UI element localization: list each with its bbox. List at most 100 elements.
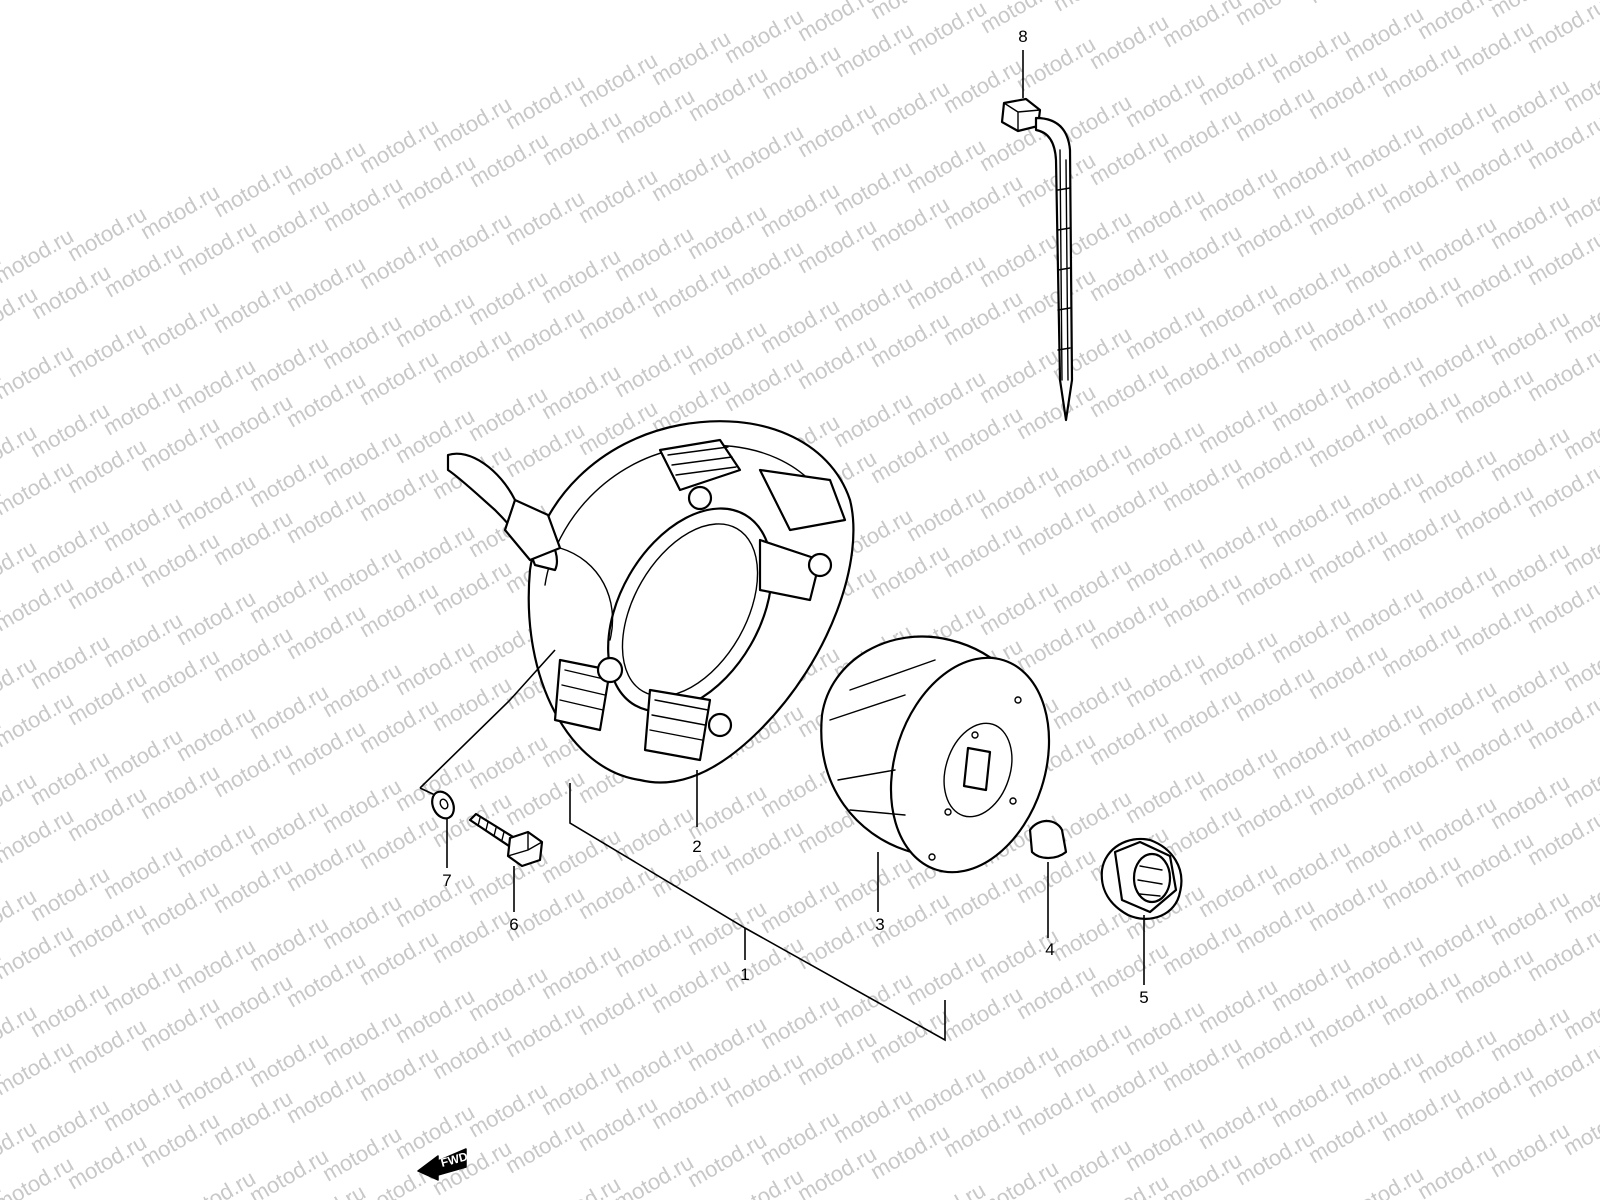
watermark-text: motod.ru — [1523, 689, 1600, 754]
watermark-text: motod.ru — [866, 307, 954, 372]
part-8-clamp — [1000, 97, 1074, 422]
watermark-text: motod.ru — [136, 1107, 224, 1172]
watermark-text: motod.ru — [100, 237, 188, 302]
watermark-text: motod.ru — [1340, 1161, 1428, 1200]
watermark-text: motod.ru — [209, 157, 297, 222]
watermark-text: motod.ru — [1121, 299, 1209, 364]
watermark-text: motod.ru — [975, 575, 1063, 640]
watermark-text: motod.ru — [1304, 407, 1392, 472]
watermark-text: motod.ru — [355, 693, 443, 758]
watermark-text: motod.ru — [537, 939, 625, 1004]
watermark-text: motod.ru — [282, 599, 370, 664]
watermark-text: motod.ru — [355, 577, 443, 642]
watermark-text: motod.ru — [1012, 495, 1100, 560]
watermark-text: motod.ru — [756, 989, 844, 1054]
watermark-text: motod.ru — [829, 271, 917, 336]
watermark-text: motod.ru — [1231, 81, 1319, 146]
watermark-text: motod.ru — [63, 897, 151, 962]
watermark-text: motod.ru — [1377, 501, 1465, 566]
watermark-text: motod.ru — [1158, 219, 1246, 284]
watermark-text: motod.ru — [1413, 1139, 1501, 1200]
watermark-text: motod.ru — [1413, 907, 1501, 972]
watermark-text: motod.ru — [245, 1143, 333, 1200]
watermark-text: motod.ru — [1340, 581, 1428, 646]
watermark-text: motod.ru — [1377, 385, 1465, 450]
watermark-text: motod.ru — [1377, 965, 1465, 1030]
watermark-text: motod.ru — [1450, 595, 1538, 660]
watermark-text: motod.ru — [1340, 929, 1428, 994]
watermark-text: motod.ru — [1450, 827, 1538, 892]
watermark-text: motod.ru — [26, 513, 114, 578]
watermark-text: motod.ru — [1049, 0, 1137, 16]
watermark-text: motod.ru — [939, 401, 1027, 466]
watermark-text: motod.ru — [537, 243, 625, 308]
watermark-text: motod.ru — [1085, 125, 1173, 190]
callout-2: 2 — [692, 837, 701, 856]
watermark-text: motod.ru — [0, 803, 78, 868]
watermark-text: motod.ru — [1340, 349, 1428, 414]
watermark-text: motod.ru — [136, 295, 224, 360]
watermark-text: motod.ru — [1231, 429, 1319, 494]
watermark-text: motod.ru — [720, 235, 808, 300]
watermark-text: motod.ru — [1158, 915, 1246, 980]
watermark-text: motod.ru — [756, 177, 844, 242]
watermark-text: motod.ru — [209, 273, 297, 338]
watermark-text: motod.ru — [136, 643, 224, 708]
watermark-text: motod.ru — [26, 397, 114, 462]
watermark-text: motod.ru — [720, 815, 808, 880]
watermark-text: motod.ru — [501, 417, 589, 482]
watermark-text: motod.ru — [318, 425, 406, 490]
watermark-text: motod.ru — [245, 679, 333, 744]
watermark-text: motod.ru — [829, 1083, 917, 1148]
watermark-text: motod.ru — [99, 375, 187, 440]
watermark-text: motod.ru — [1413, 327, 1501, 392]
watermark-text: motod.ru — [1121, 1111, 1209, 1176]
watermark-text: motod.ru — [1012, 379, 1100, 444]
watermark-text: motod.ru — [0, 223, 78, 288]
watermark-text: motod.ru — [1340, 1045, 1428, 1110]
watermark-text: motod.ru — [1085, 357, 1173, 422]
watermark-text: motod.ru — [902, 481, 990, 546]
watermark-text: motod.ru — [282, 135, 370, 200]
watermark-text: motod.ru — [647, 25, 735, 90]
watermark-text: motod.ru — [1194, 45, 1282, 110]
watermark-text: motod.ru — [939, 517, 1027, 582]
watermark-text: motod.ru — [720, 3, 808, 68]
watermark-text: motod.ru — [428, 671, 516, 736]
watermark-text: motod.ru — [1194, 857, 1282, 922]
watermark-text: motod.ru — [1012, 611, 1100, 676]
watermark-text: motod.ru — [318, 773, 406, 838]
watermark-text: motod.ru — [391, 287, 479, 352]
part-2-stator — [446, 420, 855, 784]
watermark-text: motod.ru — [1267, 951, 1355, 1016]
watermark-text: motod.ru — [1523, 573, 1600, 638]
leader-lines — [419, 50, 1145, 1042]
watermark-text: motod.ru — [136, 411, 224, 476]
watermark-text: motod.ru — [1158, 103, 1246, 168]
watermark-text: motod.ru — [1048, 669, 1136, 734]
watermark-text: motod.ru — [501, 69, 589, 134]
watermark-text: motod.ru — [793, 97, 881, 162]
watermark-text: motod.ru — [683, 199, 771, 264]
watermark-text: motod.ru — [756, 873, 844, 938]
watermark-text: motod.ru — [574, 859, 662, 924]
watermark-text: motod.ru — [136, 759, 224, 824]
watermark-text: motod.ru — [282, 715, 370, 780]
watermark-text: motod.ru — [720, 119, 808, 184]
watermark-text: motod.ru — [866, 75, 954, 140]
watermark-text: motod.ru — [0, 687, 78, 752]
watermark-text: motod.ru — [1231, 777, 1319, 842]
watermark-text: motod.ru — [1413, 211, 1501, 276]
watermark-text: motod.ru — [1523, 109, 1600, 174]
watermark-text: motod.ru — [793, 1141, 881, 1200]
watermark-text: motod.ru — [647, 837, 735, 902]
watermark-text: motod.ru — [1267, 371, 1355, 436]
watermark-text: motod.ru — [355, 925, 443, 990]
watermark-text: motod.ru — [720, 931, 808, 996]
watermark-text: motod.ru — [63, 1129, 151, 1194]
watermark-text: motod.ru — [355, 461, 443, 526]
watermark-text: motod.ru — [1486, 769, 1574, 834]
watermark-text: motod.ru — [1194, 1089, 1282, 1154]
watermark-text: motod.ru — [63, 317, 151, 382]
watermark-text: motod.ru — [1413, 791, 1501, 856]
